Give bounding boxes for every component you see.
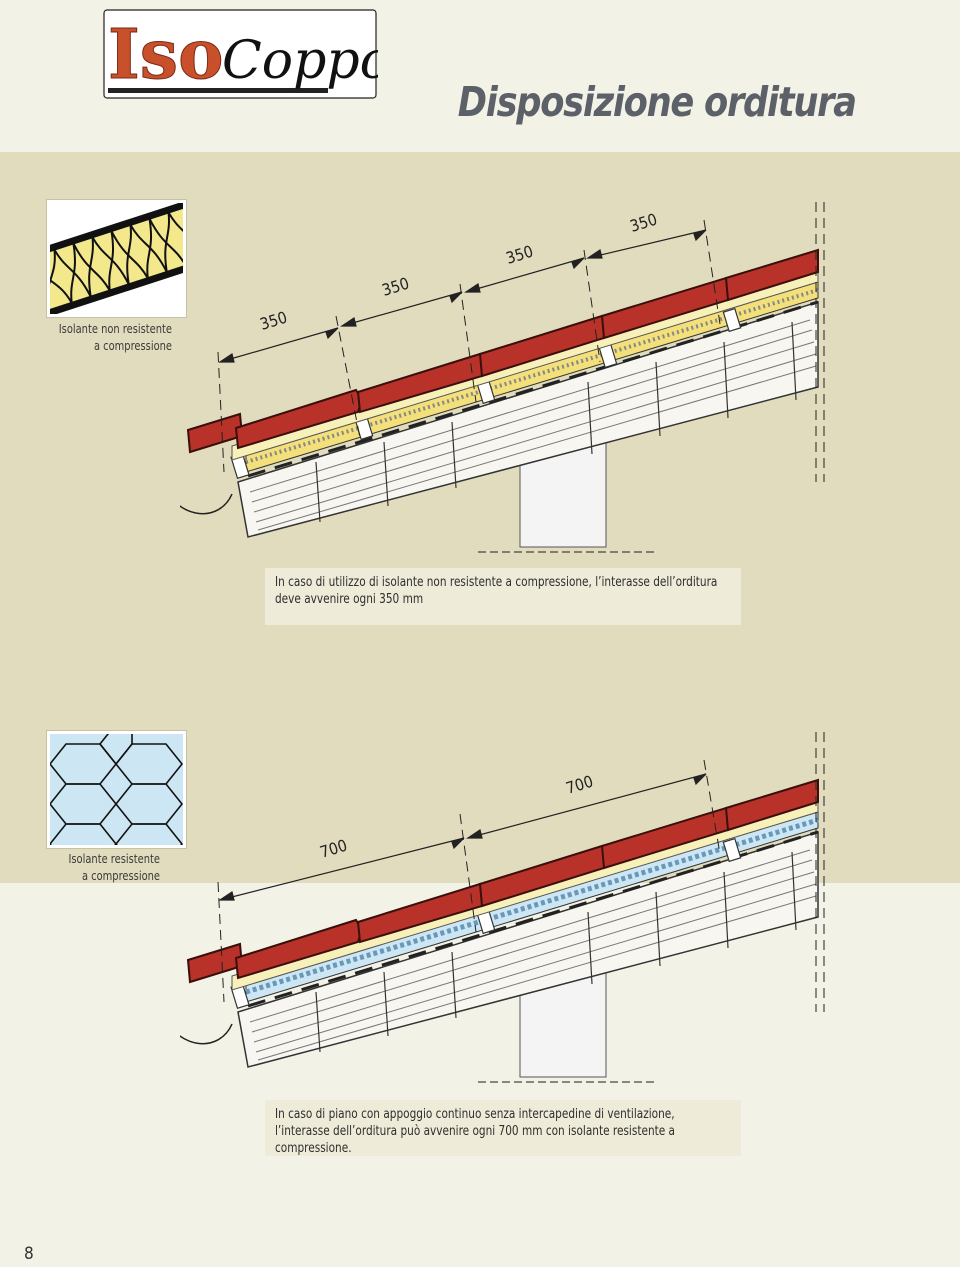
dimension-label: 350	[380, 274, 412, 300]
logo-coppo-text: Coppo	[222, 31, 378, 91]
swatch-label-line: a compressione	[81, 868, 160, 883]
dimension-label: 350	[258, 308, 290, 334]
page-number: 8	[24, 1244, 34, 1264]
swatch-label-line: Isolante non resistente	[58, 321, 172, 336]
dimension-label: 350	[628, 210, 660, 236]
dimension-label: 700	[564, 772, 596, 798]
dimension-label: 700	[318, 836, 350, 862]
insulation-swatch-resistant	[47, 731, 186, 848]
isocoppo-logo: Iso Coppo	[103, 9, 378, 99]
dimension-label: 350	[504, 242, 536, 268]
note-box-350: In caso di utilizzo di isolante non resi…	[265, 568, 741, 625]
logo-iso-text: Iso	[108, 15, 223, 95]
note-box-700: In caso di piano con appoggio continuo s…	[265, 1100, 741, 1156]
roof-section-diagram-700: 700 700	[180, 732, 825, 1083]
swatch-label-non-resistant: Isolante non resistente a compressione	[49, 320, 172, 354]
swatch-label-line: a compressione	[93, 338, 172, 353]
swatch-label-line: Isolante resistente	[68, 851, 160, 866]
page-title: Disposizione orditura	[457, 78, 857, 126]
note-text: In caso di piano con appoggio continuo s…	[275, 1107, 676, 1156]
roof-section-diagram-350: 350 350 350 350	[180, 202, 825, 553]
note-text: In caso di utilizzo di isolante non resi…	[275, 575, 718, 607]
insulation-swatch-non-resistant	[47, 200, 186, 317]
swatch-label-resistant: Isolante resistente a compressione	[37, 850, 160, 884]
